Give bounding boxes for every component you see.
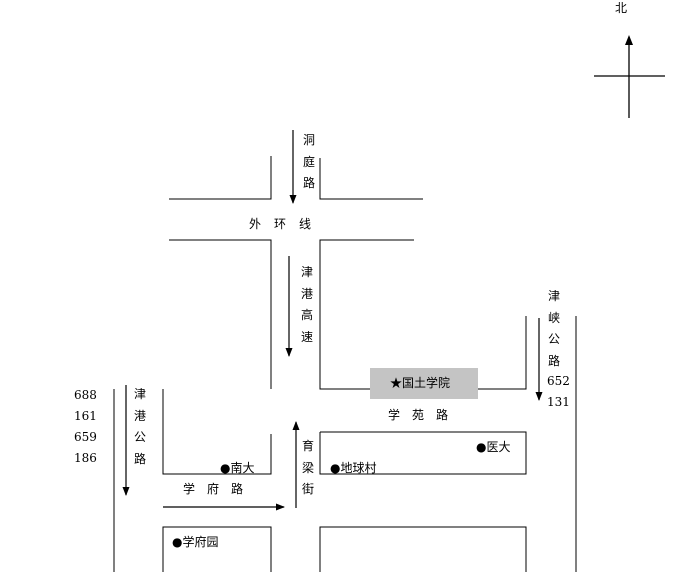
road-waihuan-label: 外 环 线 xyxy=(249,217,312,231)
campus-label[interactable]: ★国土学院 xyxy=(390,376,451,390)
road-yuliang-label: 育梁街 xyxy=(301,439,314,496)
bus-route-right-2: 131 xyxy=(547,395,570,409)
road-xueyuan-label: 学 苑 路 xyxy=(388,408,449,422)
bus-route-left-4: 186 xyxy=(74,451,97,465)
bus-route-right-1: 652 xyxy=(547,374,570,388)
north-label: 北 xyxy=(615,1,628,15)
road-jingang-highway-label: 津港高速 xyxy=(300,265,313,344)
road-xuefu-label: 学 府 路 xyxy=(183,482,244,496)
compass xyxy=(594,35,665,118)
road-dongting-label: 洞庭路 xyxy=(302,133,315,190)
road-jingang-label: 津港公路 xyxy=(133,387,146,466)
road-lines xyxy=(113,156,577,572)
road-jinxia-label: 津峡公路 xyxy=(547,289,560,368)
landmark-yida[interactable]: ●医大 xyxy=(476,440,511,454)
campus-highlight xyxy=(370,368,478,399)
traffic-arrows xyxy=(122,130,543,511)
landmark-nanda[interactable]: ●南大 xyxy=(220,461,255,475)
landmark-diqiucun[interactable]: ●地球村 xyxy=(330,461,377,475)
landmark-xuefuyuan[interactable]: ●学府园 xyxy=(172,535,219,549)
bus-route-left-3: 659 xyxy=(74,430,97,444)
bus-route-left-1: 688 xyxy=(74,388,97,402)
bus-route-left-2: 161 xyxy=(74,409,97,423)
